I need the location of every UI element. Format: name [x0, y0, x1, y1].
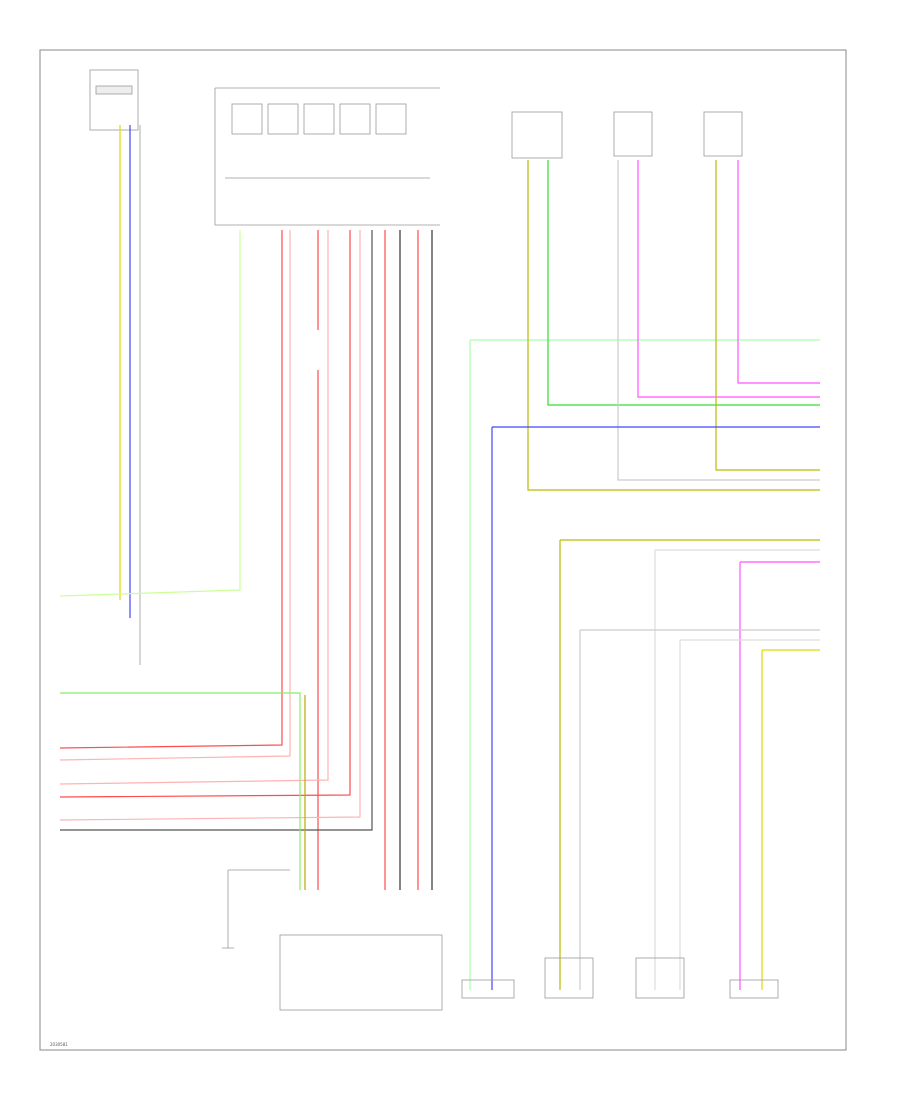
diagram-frame	[39, 49, 847, 1051]
wire-gray-lower-2	[679, 639, 820, 990]
wire-olive-s3	[715, 160, 820, 471]
connector-bottom-2	[544, 957, 594, 999]
wire-yellow-lower	[761, 649, 820, 990]
ground-connector	[222, 869, 290, 949]
left-wire-bundle	[59, 125, 241, 665]
wire-magenta-s2	[637, 160, 820, 398]
bottom-connectors	[222, 869, 779, 1011]
wire-green-s1	[547, 160, 820, 406]
wire-blue-h	[491, 426, 820, 990]
wire-lightgreen-top	[469, 339, 820, 990]
switch-module	[214, 87, 440, 226]
top-left-connector	[89, 69, 139, 131]
connector-bottom-3	[635, 957, 685, 999]
wire-magenta-lower	[739, 561, 820, 990]
wire-olive-lower	[559, 539, 820, 990]
connector-bottom-1	[461, 979, 515, 999]
bottom-module	[279, 934, 443, 1011]
sensor-top-2	[613, 111, 653, 157]
wire-gray-s2	[617, 160, 820, 481]
wire-lightgray-lower	[654, 549, 820, 990]
sensor-top-1	[511, 111, 563, 159]
right-wire-network	[469, 160, 820, 990]
wire-red-3	[59, 230, 351, 798]
wire-magenta-s3	[737, 160, 820, 384]
wire-gray-lower	[579, 629, 820, 990]
connector-bottom-4	[729, 979, 779, 999]
wire-pink-1	[59, 230, 291, 761]
wire-lightgreen	[59, 230, 241, 597]
wire-olive-s1	[527, 160, 820, 491]
wire-pink-2	[59, 230, 329, 785]
wire-green-h	[60, 692, 301, 890]
wire-black-1	[60, 230, 373, 831]
wire-red-1	[59, 230, 283, 749]
module-wires	[59, 230, 433, 890]
wire-pink-3	[59, 230, 361, 821]
figure-id: 2030581	[50, 1042, 68, 1047]
sensor-top-3	[703, 111, 743, 157]
